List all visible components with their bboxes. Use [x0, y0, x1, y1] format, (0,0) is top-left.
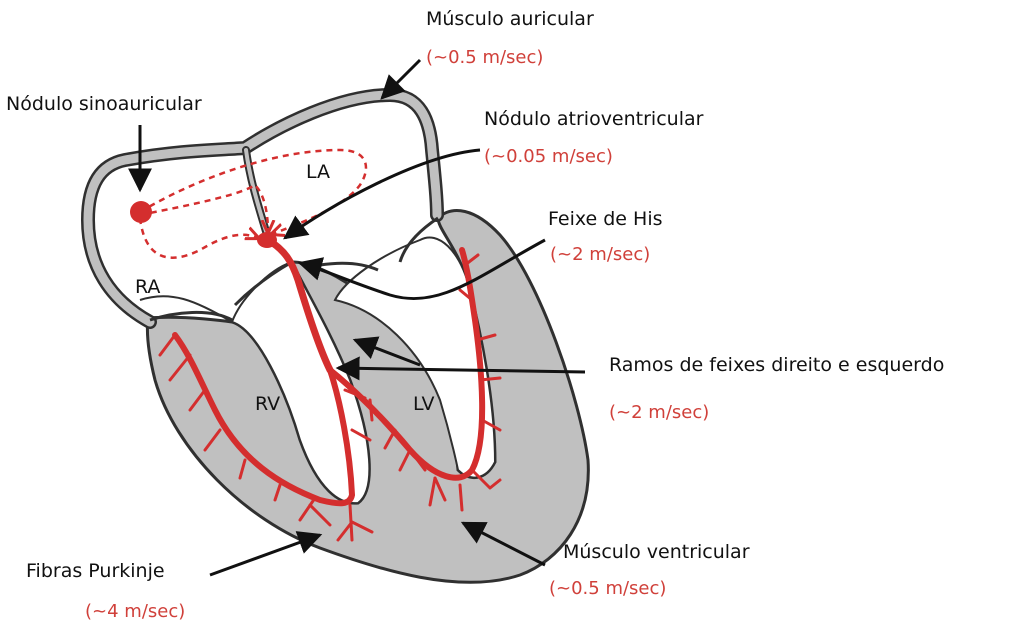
ventricular-muscle-label: Músculo ventricular — [563, 543, 750, 562]
purkinje-fibers-speed: (~4 m/sec) — [85, 603, 185, 621]
purkinje-arrow — [210, 535, 320, 575]
chamber-lv-label: LV — [413, 393, 435, 415]
bundle-branches-label: Ramos de feixes direito e esquerdo — [609, 356, 944, 375]
chamber-ra-label: RA — [135, 276, 160, 298]
his-bundle-speed: (~2 m/sec) — [550, 246, 650, 264]
av-node-speed: (~0.05 m/sec) — [484, 148, 613, 166]
atrial-muscle-speed: (~0.5 m/sec) — [426, 49, 543, 67]
chamber-rv-label: RV — [255, 393, 280, 415]
bundle-branches-speed: (~2 m/sec) — [609, 404, 709, 422]
sa-node-dot — [130, 201, 152, 223]
his-bundle-label: Feixe de His — [548, 210, 663, 229]
ventricular-muscle-speed: (~0.5 m/sec) — [549, 580, 666, 598]
av-node-label: Nódulo atrioventricular — [484, 110, 703, 129]
sa-node-label: Nódulo sinoauricular — [6, 95, 202, 114]
av-node-dot — [257, 232, 277, 248]
purkinje-fibers-label: Fibras Purkinje — [26, 562, 165, 581]
atrial-muscle-label: Músculo auricular — [426, 10, 594, 29]
chamber-la-label: LA — [306, 161, 330, 183]
